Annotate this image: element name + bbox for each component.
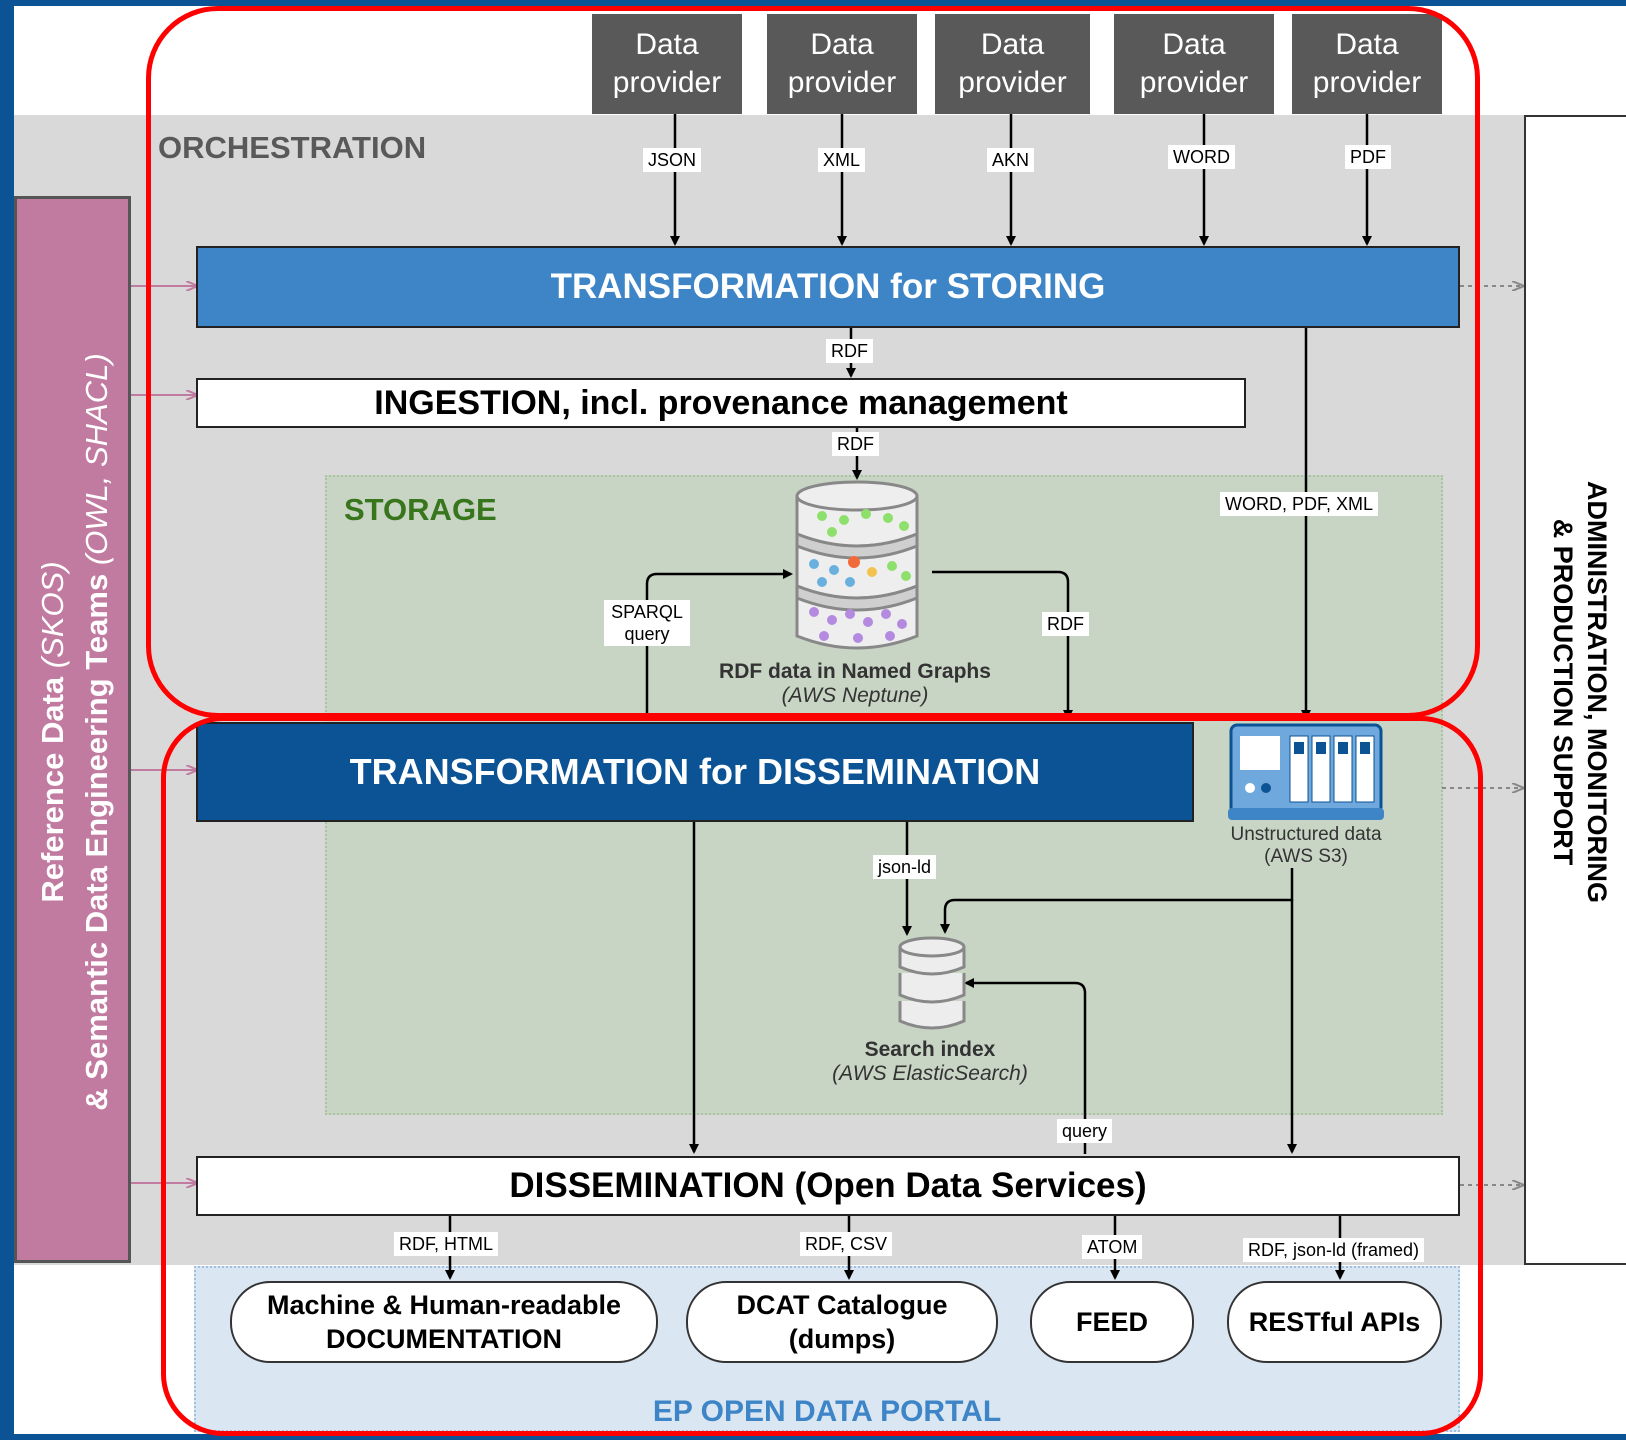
frame-left-rule bbox=[0, 0, 14, 1440]
edge-label-atom: ATOM bbox=[1082, 1235, 1143, 1259]
edge-label-rdf-1: RDF bbox=[826, 339, 873, 363]
edge-label-query: query bbox=[1057, 1119, 1113, 1143]
frame-top-rule bbox=[0, 0, 1626, 6]
data-provider-json: Data provider bbox=[592, 14, 742, 114]
output-documentation: Machine & Human-readable DOCUMENTATION bbox=[230, 1281, 658, 1363]
admin-panel: ADMINISTRATION, MONITORING & PRODUCTION … bbox=[1524, 115, 1626, 1265]
unstructured-caption: Unstructured data (AWS S3) bbox=[1196, 824, 1416, 868]
edge-label-rdf-html: RDF, HTML bbox=[394, 1232, 498, 1256]
output-feed: FEED bbox=[1030, 1281, 1194, 1363]
edge-label-rdf-csv: RDF, CSV bbox=[800, 1232, 893, 1256]
rdf-store-caption: RDF data in Named Graphs (AWS Neptune) bbox=[690, 660, 1020, 708]
dissemination-label: DISSEMINATION (Open Data Services) bbox=[509, 1166, 1147, 1205]
data-provider-xml: Data provider bbox=[767, 14, 917, 114]
search-index-caption: Search index (AWS ElasticSearch) bbox=[780, 1038, 1080, 1086]
unstructured-title: Unstructured data bbox=[1230, 824, 1382, 845]
transformation-storing-bar: TRANSFORMATION for STORING bbox=[196, 246, 1460, 328]
highlight-storing-region bbox=[146, 6, 1480, 718]
unstructured-subtitle: (AWS S3) bbox=[1264, 846, 1348, 867]
transformation-dissemination-label: TRANSFORMATION for DISSEMINATION bbox=[349, 751, 1041, 792]
rdf-store-subtitle: (AWS Neptune) bbox=[781, 684, 929, 707]
edge-label-rdf-3: RDF bbox=[1042, 612, 1089, 636]
search-index-title: Search index bbox=[864, 1038, 996, 1061]
edge-label-rdf-2: RDF bbox=[832, 432, 879, 456]
search-index-subtitle: (AWS ElasticSearch) bbox=[832, 1062, 1028, 1085]
dissemination-bar: DISSEMINATION (Open Data Services) bbox=[196, 1156, 1460, 1216]
ingestion-bar: INGESTION, incl. provenance management bbox=[196, 378, 1246, 428]
edge-label-sparql-query: SPARQL query bbox=[604, 600, 690, 646]
edge-label-word-pdf-xml: WORD, PDF, XML bbox=[1220, 492, 1379, 516]
data-provider-akn: Data provider bbox=[935, 14, 1090, 114]
transformation-storing-label: TRANSFORMATION for STORING bbox=[550, 267, 1106, 306]
orchestration-label: ORCHESTRATION bbox=[158, 130, 427, 165]
edge-label-json-ld: json-ld bbox=[873, 855, 937, 879]
reference-data-panel: Reference Data (SKOS) & Semantic Data En… bbox=[14, 196, 131, 1263]
search-index-icon bbox=[898, 936, 966, 1030]
output-dcat-catalogue: DCAT Catalogue (dumps) bbox=[686, 1281, 998, 1363]
portal-label: EP OPEN DATA PORTAL bbox=[652, 1395, 1002, 1428]
highlight-dissemination-region bbox=[161, 716, 1483, 1436]
output-restful-apis: RESTful APIs bbox=[1227, 1281, 1442, 1363]
server-icon bbox=[1228, 723, 1384, 820]
storage-label: STORAGE bbox=[344, 492, 497, 527]
format-label-akn: AKN bbox=[987, 148, 1035, 172]
ingestion-label: INGESTION, incl. provenance management bbox=[374, 383, 1068, 422]
format-label-pdf: PDF bbox=[1345, 145, 1391, 169]
rdf-store-title: RDF data in Named Graphs bbox=[719, 660, 991, 683]
rdf-database-icon bbox=[795, 480, 919, 650]
format-label-xml: XML bbox=[818, 148, 866, 172]
format-label-json: JSON bbox=[643, 148, 702, 172]
frame-bottom-rule bbox=[0, 1434, 1626, 1440]
edge-label-rdf-jsonld-framed: RDF, json-ld (framed) bbox=[1243, 1238, 1425, 1262]
data-provider-word: Data provider bbox=[1114, 14, 1274, 114]
format-label-word: WORD bbox=[1168, 145, 1235, 169]
